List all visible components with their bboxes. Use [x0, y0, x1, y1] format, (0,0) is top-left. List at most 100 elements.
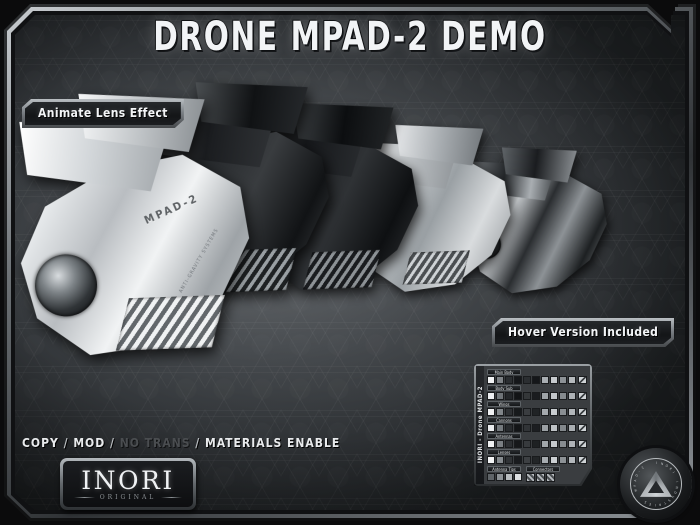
color-swatch[interactable]: [514, 473, 522, 481]
material-swatch[interactable]: [536, 473, 545, 482]
color-swatch[interactable]: [505, 456, 513, 464]
color-swatch[interactable]: [496, 376, 504, 384]
hud-swatch-row: [487, 392, 587, 400]
color-swatch[interactable]: [496, 440, 504, 448]
badge-animate-lens-effect[interactable]: Animate Lens Effect: [22, 99, 184, 128]
color-swatch[interactable]: [505, 376, 513, 384]
color-swatch[interactable]: [523, 408, 531, 416]
hud-swatch-row: [487, 456, 587, 464]
permission-copy: COPY: [22, 436, 59, 450]
hud-row: Lenses: [487, 449, 587, 464]
color-swatch[interactable]: [532, 392, 540, 400]
permission-mod: MOD: [73, 436, 106, 450]
color-swatch[interactable]: [559, 376, 567, 384]
color-swatch[interactable]: [505, 424, 513, 432]
color-swatch[interactable]: [568, 376, 576, 384]
permission-separator: /: [109, 436, 115, 450]
color-swatch[interactable]: [550, 456, 558, 464]
color-swatch[interactable]: [514, 456, 522, 464]
texture-swatch-icon[interactable]: [578, 440, 587, 448]
divider-left: [74, 496, 95, 498]
hud-swatch-row: [487, 376, 587, 384]
color-swatch[interactable]: [568, 392, 576, 400]
texture-swatch-icon[interactable]: [578, 392, 587, 400]
color-swatch[interactable]: [523, 440, 531, 448]
color-swatch[interactable]: [550, 408, 558, 416]
color-swatch[interactable]: [523, 456, 531, 464]
color-swatch[interactable]: [523, 376, 531, 384]
badge-label: Hover Version Included: [508, 325, 659, 339]
permission-no-trans: NO TRANS: [119, 436, 191, 450]
badge-hover-version-included[interactable]: Hover Version Included: [492, 318, 674, 347]
color-swatch[interactable]: [505, 473, 513, 481]
texture-swatch-icon[interactable]: [578, 424, 587, 432]
color-swatch[interactable]: [541, 456, 549, 464]
hud-row-label: Wings: [487, 401, 521, 407]
texture-swatch-icon[interactable]: [578, 408, 587, 416]
color-swatch[interactable]: [550, 440, 558, 448]
brand-logo-plaque: INORI ORIGINAL: [60, 458, 196, 510]
color-swatch[interactable]: [550, 392, 558, 400]
color-swatch[interactable]: [532, 408, 540, 416]
hud-row: Main Body: [487, 369, 587, 384]
color-swatch[interactable]: [496, 473, 504, 481]
color-swatch[interactable]: [568, 440, 576, 448]
color-swatch[interactable]: [505, 408, 513, 416]
color-swatch[interactable]: [568, 456, 576, 464]
color-swatch[interactable]: [523, 392, 531, 400]
hud-row: Antennas: [487, 433, 587, 448]
color-swatch[interactable]: [487, 392, 495, 400]
color-swatch[interactable]: [532, 440, 540, 448]
color-swatch[interactable]: [559, 408, 567, 416]
color-swatch[interactable]: [532, 376, 540, 384]
material-swatch[interactable]: [546, 473, 555, 482]
color-swatch[interactable]: [496, 456, 504, 464]
color-swatch[interactable]: [496, 408, 504, 416]
color-swatch[interactable]: [550, 376, 558, 384]
color-swatch[interactable]: [496, 424, 504, 432]
color-swatch[interactable]: [505, 392, 513, 400]
color-swatch[interactable]: [559, 440, 567, 448]
color-swatch[interactable]: [505, 440, 513, 448]
color-swatch[interactable]: [532, 424, 540, 432]
color-swatch[interactable]: [559, 456, 567, 464]
texture-swatch-icon[interactable]: [578, 376, 587, 384]
brand-tagline: ORIGINAL: [99, 493, 157, 501]
color-swatch[interactable]: [514, 408, 522, 416]
texture-swatch-icon[interactable]: [578, 456, 587, 464]
hud-row-label: Antennas: [487, 433, 521, 439]
color-swatch[interactable]: [487, 473, 495, 481]
color-swatch[interactable]: [487, 376, 495, 384]
color-swatch[interactable]: [487, 456, 495, 464]
color-swatch[interactable]: [541, 376, 549, 384]
color-swatch[interactable]: [496, 392, 504, 400]
color-swatch[interactable]: [514, 392, 522, 400]
material-swatch[interactable]: [526, 473, 535, 482]
brand-tagline-row: ORIGINAL: [74, 493, 183, 501]
color-swatch[interactable]: [523, 424, 531, 432]
badge-label: Animate Lens Effect: [38, 106, 168, 120]
color-swatch[interactable]: [559, 424, 567, 432]
color-swatch[interactable]: [541, 440, 549, 448]
permission-separator: /: [195, 436, 201, 450]
color-swatch[interactable]: [514, 376, 522, 384]
color-swatch[interactable]: [487, 424, 495, 432]
color-swatch[interactable]: [487, 408, 495, 416]
color-swatch[interactable]: [550, 424, 558, 432]
hud-row: Body Sub: [487, 385, 587, 400]
hud-bottom-label: Connectors: [526, 466, 560, 472]
color-swatch[interactable]: [514, 424, 522, 432]
color-swatch[interactable]: [514, 440, 522, 448]
color-swatch[interactable]: [532, 456, 540, 464]
color-swatch[interactable]: [568, 408, 576, 416]
color-swatch[interactable]: [568, 424, 576, 432]
color-swatch[interactable]: [541, 424, 549, 432]
color-swatch[interactable]: [487, 440, 495, 448]
color-swatch[interactable]: [541, 408, 549, 416]
color-swatch[interactable]: [541, 392, 549, 400]
color-swatch[interactable]: [559, 392, 567, 400]
